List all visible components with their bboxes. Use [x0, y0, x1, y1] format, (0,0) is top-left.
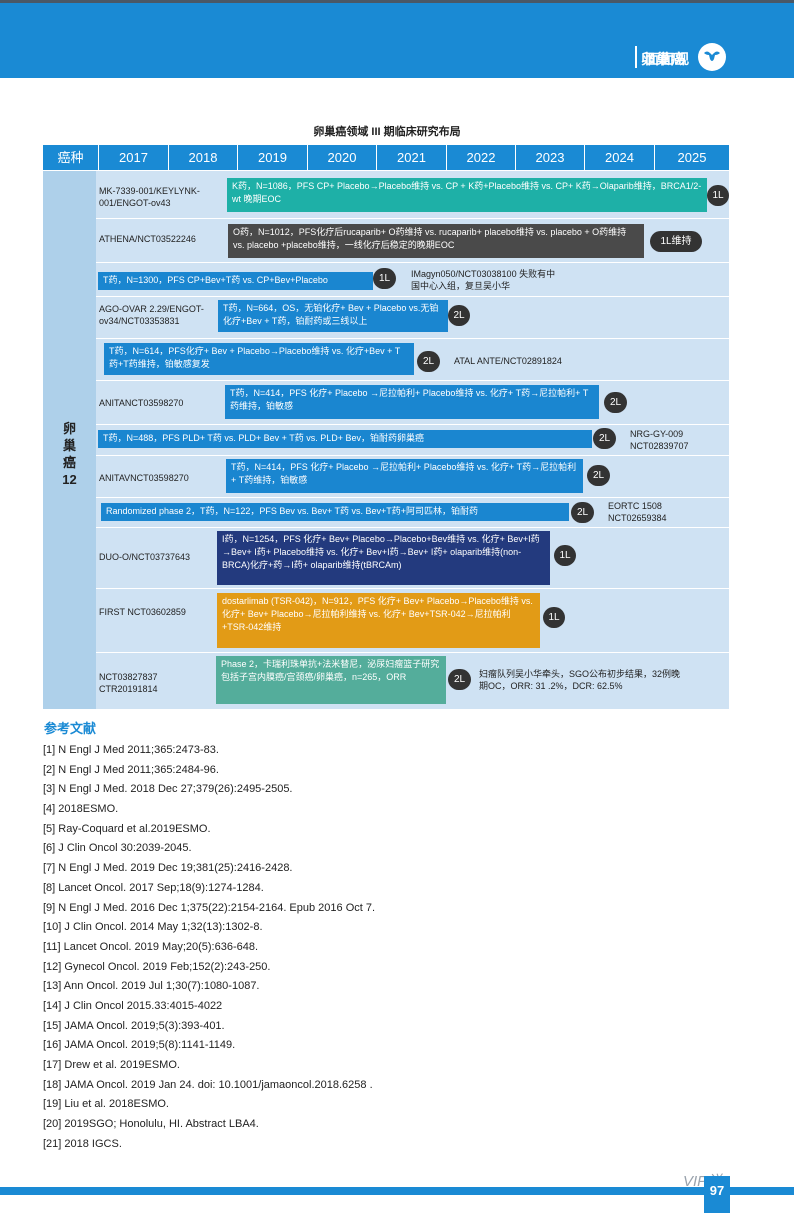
- page-footer-bar: [0, 1187, 794, 1195]
- trial-note: 妇瘤队列吴小华牵头，SGO公布初步结果，32例晚期OC，ORR: 31 .2%，…: [479, 669, 681, 691]
- trial-bar: Phase 2，卡瑞利珠单抗+法米替尼，泌尿妇瘤篮子研究包括子宫内膜癌/宫颈癌/…: [216, 656, 446, 704]
- trial-note: ATAL ANTE/NCT02891824: [454, 356, 562, 366]
- trial-bar: K药，N=1086，PFS CP+ Placebo→Placebo维持 vs. …: [227, 178, 707, 212]
- trial-bar: dostarlimab (TSR-042)，N=912，PFS 化疗+ Bev+…: [217, 593, 540, 648]
- sidebar-char: 12: [62, 472, 77, 487]
- header-title: 卵巢癌: [641, 51, 686, 67]
- cancer-type-header: 癌种: [57, 150, 84, 165]
- year-cell: 2023: [515, 145, 584, 170]
- reference-item: [6] J Clin Oncol 30:2039-2045.: [43, 842, 192, 855]
- cancer-type-column: [43, 171, 96, 709]
- year-cell: 2020: [307, 145, 376, 170]
- line-badge: 2L: [448, 669, 471, 690]
- trial-label: FIRST NCT03602859: [99, 607, 186, 617]
- row-divider: [96, 338, 729, 339]
- line-badge: 2L: [571, 502, 594, 523]
- reference-item: [7] N Engl J Med. 2019 Dec 19;381(25):24…: [43, 862, 293, 875]
- header-separator: [635, 46, 637, 68]
- year-cell: 2024: [584, 145, 654, 170]
- trial-note: IMagyn050/NCT03038100 失败有中国中心入组，复旦吴小华: [411, 269, 556, 291]
- trial-bar: T药，N=414，PFS 化疗+ Placebo →尼拉帕利+ Placebo维…: [225, 385, 599, 419]
- trial-bar: T药，N=664，OS，无铂化疗+ Bev + Placebo vs.无铂化疗+…: [218, 300, 448, 332]
- year-cell: 2018: [168, 145, 237, 170]
- sidebar-char: 癌: [62, 455, 76, 470]
- reference-item: [20] 2019SGO; Honolulu, HI. Abstract LBA…: [43, 1118, 259, 1131]
- trial-label: DUO-O/NCT03737643: [99, 552, 191, 562]
- chart-title: 卵巢癌领域 III 期临床研究布局: [313, 126, 461, 138]
- page-number: 97: [704, 1176, 730, 1213]
- reference-item: [13] Ann Oncol. 2019 Jul 1;30(7):1080-10…: [43, 980, 260, 993]
- reference-item: [10] J Clin Oncol. 2014 May 1;32(13):130…: [43, 921, 263, 934]
- reference-item: [8] Lancet Oncol. 2017 Sep;18(9):1274-12…: [43, 881, 264, 894]
- row-divider: [96, 497, 729, 498]
- reference-item: [11] Lancet Oncol. 2019 May;20(5):636-64…: [43, 940, 259, 953]
- year-cell: 2019: [237, 145, 307, 170]
- reference-item: [3] N Engl J Med. 2018 Dec 27;379(26):24…: [43, 783, 293, 796]
- trial-note: NRG-GY-009 NCT02839707: [630, 429, 689, 451]
- year-cell: 2025: [654, 145, 729, 170]
- header-top-rule: [0, 0, 794, 3]
- reference-item: [14] J Clin Oncol 2015.33:4015-4022: [43, 999, 223, 1012]
- reference-item: [19] Liu et al. 2018ESMO.: [43, 1098, 169, 1111]
- row-divider: [96, 652, 729, 653]
- references-title: 参考文献: [44, 721, 97, 736]
- reference-item: [1] N Engl J Med 2011;365:2473-83.: [43, 744, 219, 756]
- trial-bar: I药，N=1254，PFS 化疗+ Bev+ Placebo→Placebo+B…: [217, 531, 550, 585]
- trial-label: ATHENA/NCT03522246: [99, 234, 196, 244]
- line-badge: 2L: [593, 428, 616, 449]
- line-badge: 1L: [554, 545, 576, 566]
- line-badge: 2L: [448, 305, 470, 326]
- row-divider: [96, 296, 729, 297]
- row-divider: [96, 455, 729, 456]
- line-badge: 1L: [543, 607, 565, 628]
- reference-item: [17] Drew et al. 2019ESMO.: [43, 1059, 180, 1071]
- trial-label: ANITAVNCT03598270: [99, 473, 189, 483]
- uterus-icon: [698, 43, 726, 71]
- trial-note: EORTC 1508 NCT02659384: [608, 501, 667, 523]
- reference-item: [5] Ray-Coquard et al.2019ESMO.: [43, 822, 211, 835]
- row-divider: [96, 527, 729, 528]
- sidebar-char: 卵: [62, 421, 76, 436]
- trial-label: ANITANCT03598270: [99, 398, 184, 408]
- reference-item: [4] 2018ESMO.: [43, 803, 119, 816]
- trial-bar: O药，N=1012，PFS化疗后rucaparib+ O药维持 vs. ruca…: [228, 224, 644, 258]
- year-cell: 2022: [446, 145, 515, 170]
- page-header: [0, 0, 794, 78]
- header-subtitle: 面面观: [645, 51, 690, 67]
- line-badge: 1L维持: [650, 231, 702, 252]
- line-badge: 2L: [417, 351, 440, 372]
- reference-item: [15] JAMA Oncol. 2019;5(3):393-401.: [43, 1019, 225, 1032]
- reference-item: [9] N Engl J Med. 2016 Dec 1;375(22):215…: [43, 901, 376, 914]
- year-cell: 2021: [376, 145, 446, 170]
- reference-item: [21] 2018 IGCS.: [43, 1137, 122, 1150]
- row-divider: [96, 588, 729, 589]
- trial-label: MK-7339-001/KEYLYNK-001/ENGOT-ov43: [99, 186, 200, 208]
- year-cell: 2017: [98, 145, 168, 170]
- trial-bar: Randomized phase 2，T药，N=122，PFS Bev vs. …: [101, 503, 569, 521]
- trial-label: AGO-OVAR 2.29/ENGOT-ov34/NCT03353831: [99, 304, 204, 326]
- row-divider: [96, 424, 729, 425]
- reference-list: [1] N Engl J Med 2011;365:2473-83. [2] N…: [43, 742, 375, 1155]
- cancer-type-label: 卵 巢 癌 12: [43, 420, 96, 488]
- trial-bar: T药，N=488，PFS PLD+ T药 vs. PLD+ Bev + T药 v…: [98, 430, 592, 448]
- line-badge: 1L: [707, 185, 729, 206]
- trial-bar: T药，N=414，PFS 化疗+ Placebo →尼拉帕利+ Placebo维…: [226, 459, 583, 493]
- reference-item: [16] JAMA Oncol. 2019;5(8):1141-1149.: [43, 1039, 236, 1052]
- row-divider: [96, 380, 729, 381]
- trial-label: NCT03827837 CTR20191814: [99, 672, 158, 694]
- line-badge: 2L: [587, 465, 610, 486]
- reference-item: [18] JAMA Oncol. 2019 Jan 24. doi: 10.10…: [43, 1078, 373, 1091]
- reference-item: [12] Gynecol Oncol. 2019 Feb;152(2):243-…: [43, 960, 271, 973]
- row-divider: [96, 218, 729, 219]
- sidebar-char: 巢: [62, 438, 76, 453]
- timeline-header: 癌种 2017 2018 2019 2020 2021 2022 2023 20…: [43, 145, 729, 170]
- reference-item: [2] N Engl J Med 2011;365:2484-96.: [43, 763, 219, 776]
- row-divider: [96, 262, 729, 263]
- trial-bar: T药，N=1300，PFS CP+Bev+T药 vs. CP+Bev+Place…: [98, 272, 373, 290]
- trial-bar: T药，N=614，PFS化疗+ Bev + Placebo→Placebo维持 …: [104, 343, 414, 375]
- line-badge: 1L: [373, 268, 396, 289]
- line-badge: 2L: [604, 392, 627, 413]
